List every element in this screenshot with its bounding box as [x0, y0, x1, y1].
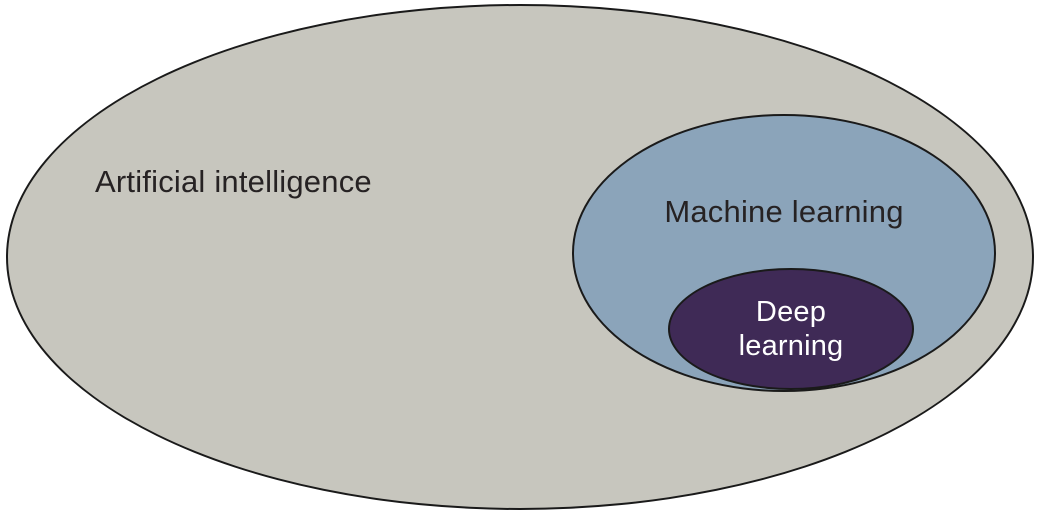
- machine-learning-label: Machine learning: [664, 194, 904, 229]
- artificial-intelligence-ellipse: Artificial intelligence Machine learning…: [6, 4, 1034, 510]
- machine-learning-ellipse: Machine learning Deep learning: [572, 114, 996, 392]
- deep-learning-ellipse: Deep learning: [668, 268, 914, 390]
- deep-learning-label: Deep learning: [738, 295, 844, 362]
- artificial-intelligence-label: Artificial intelligence: [95, 164, 372, 199]
